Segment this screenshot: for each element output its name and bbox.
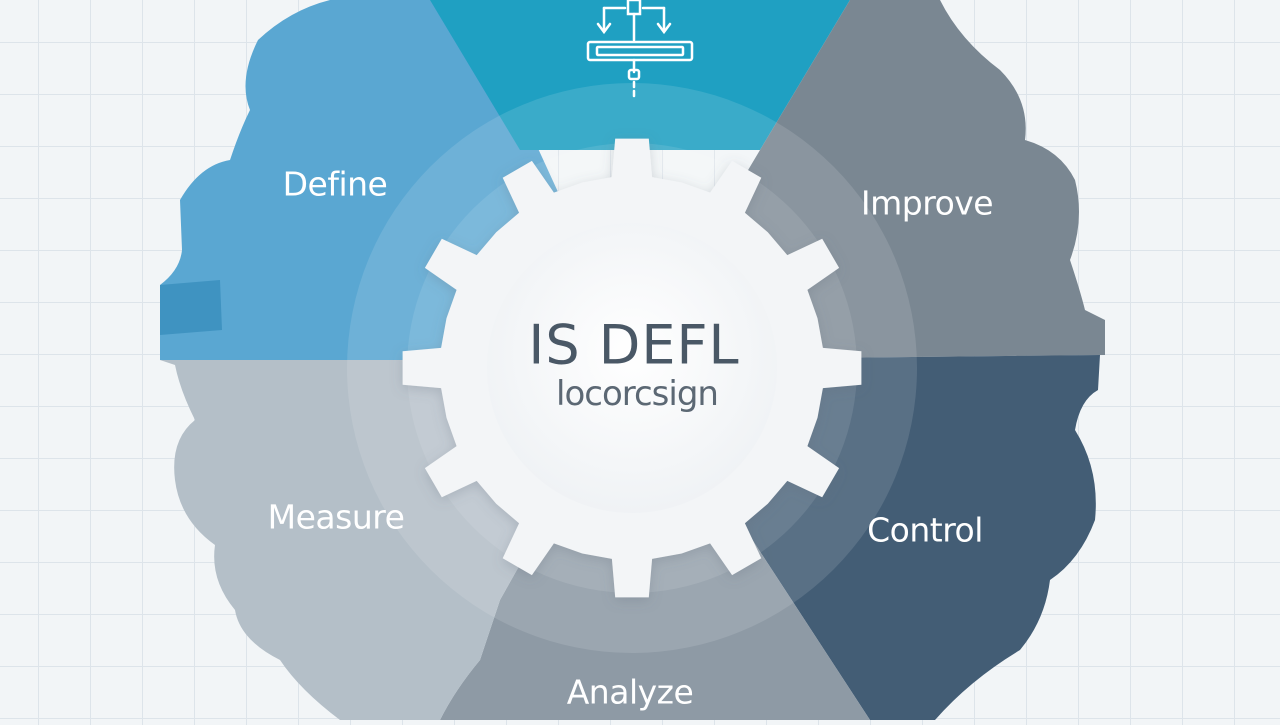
process-flow-icon — [586, 0, 694, 102]
stage-measure-label: Measure — [267, 497, 405, 537]
center-title: IS DEFL — [528, 313, 740, 377]
stage-analyze-label: Analyze — [566, 672, 694, 712]
center-hub — [487, 223, 777, 513]
stage-improve-label: Improve — [860, 183, 994, 223]
center-subtitle: locorcsign — [556, 374, 719, 414]
stage-control-label: Control — [867, 510, 983, 550]
stage-define-label: Define — [282, 164, 388, 204]
